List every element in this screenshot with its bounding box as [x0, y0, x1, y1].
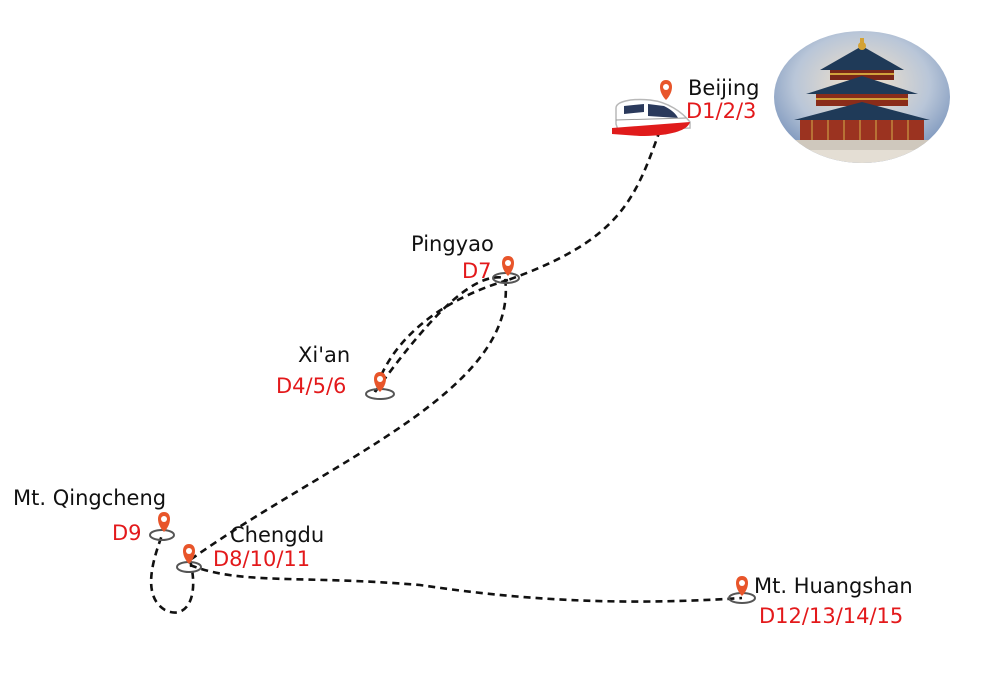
- pin-icon-xian: [374, 372, 386, 392]
- city-days-qingcheng: D9: [112, 521, 142, 545]
- city-name-pingyao: Pingyao: [411, 232, 494, 256]
- city-days-chengdu: D8/10/11: [213, 547, 311, 571]
- pin-icon-pingyao: [502, 256, 514, 276]
- city-name-chengdu: Chengdu: [230, 523, 325, 547]
- temple-of-heaven-image: [774, 31, 950, 163]
- pin-icon-qingcheng: [158, 512, 170, 532]
- route-xian-chengdu: [189, 276, 508, 562]
- city-days-beijing: D1/2/3: [686, 99, 757, 123]
- pin-icon-huangshan: [736, 576, 748, 596]
- pin-icon-chengdu: [183, 544, 195, 564]
- route-chengdu-qingcheng-loop: [149, 534, 195, 614]
- location-markers: [158, 80, 748, 596]
- city-days-xian: D4/5/6: [276, 374, 347, 398]
- city-name-huangshan: Mt. Huangshan: [754, 574, 913, 598]
- city-name-beijing: Beijing: [688, 76, 760, 100]
- city-name-xian: Xi'an: [298, 343, 351, 367]
- route-chengdu-huangshan: [189, 563, 743, 603]
- city-days-huangshan: D12/13/14/15: [759, 604, 904, 628]
- train-icon: [612, 98, 691, 136]
- route-pingyao-xian: [373, 278, 509, 393]
- pin-icon-beijing: [660, 80, 672, 100]
- city-name-qingcheng: Mt. Qingcheng: [13, 486, 167, 510]
- city-days-pingyao: D7: [462, 259, 492, 283]
- route-beijing-pingyao: [507, 129, 662, 282]
- ring-qingcheng: [149, 529, 175, 541]
